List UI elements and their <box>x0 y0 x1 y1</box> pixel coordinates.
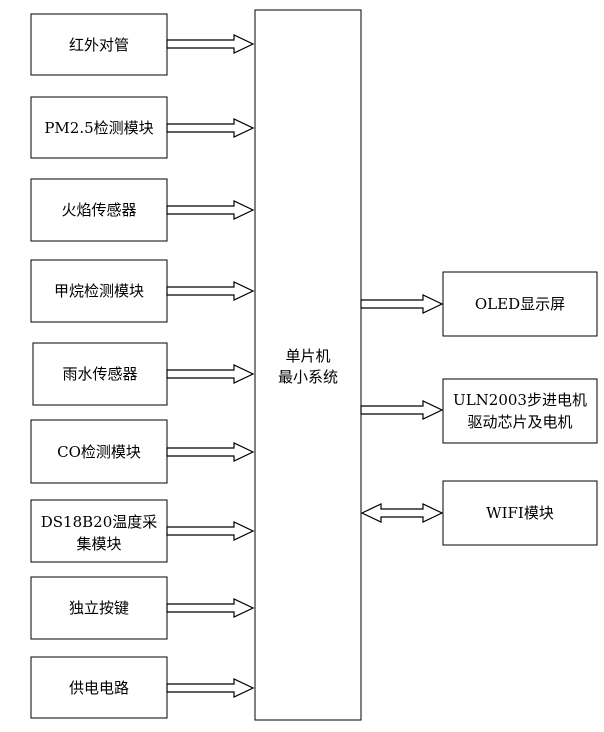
io-label-wifi: WIFI模块 <box>486 504 554 522</box>
input-box-pm25: PM2.5检测模块 <box>30 96 168 159</box>
arrow-co-to-mcu <box>166 442 255 462</box>
input-box-power: 供电电路 <box>30 656 168 719</box>
arrow-ds18b20-to-mcu <box>166 521 255 541</box>
arrow-mcu-wifi-bidirectional <box>360 503 444 523</box>
input-label-power: 供电电路 <box>69 679 129 697</box>
input-label-co: CO检测模块 <box>57 443 141 461</box>
mcu-label-line2: 最小系统 <box>278 368 338 386</box>
output-label-uln2003-line1: ULN2003步进电机 <box>453 391 587 409</box>
input-label-rain: 雨水传感器 <box>62 365 137 383</box>
arrow-power-to-mcu <box>166 678 255 698</box>
arrow-methane-to-mcu <box>166 281 255 301</box>
output-box-oled: OLED显示屏 <box>442 271 598 337</box>
arrow-keys-to-mcu <box>166 598 255 618</box>
arrow-mcu-to-uln2003 <box>360 400 444 420</box>
output-box-uln2003: ULN2003步进电机 驱动芯片及电机 <box>442 378 598 444</box>
mcu-label-line1: 单片机 <box>285 347 330 365</box>
input-label-ds18b20-line1: DS18B20温度采 <box>41 513 158 531</box>
input-box-methane: 甲烷检测模块 <box>30 259 168 323</box>
input-label-ds18b20-line2: 集模块 <box>76 535 121 553</box>
arrow-pm25-to-mcu <box>166 118 255 138</box>
output-label-uln2003-line2: 驱动芯片及电机 <box>467 413 572 431</box>
input-box-infrared: 红外对管 <box>30 13 168 76</box>
input-box-rain: 雨水传感器 <box>32 342 168 406</box>
input-label-pm25: PM2.5检测模块 <box>44 119 153 137</box>
arrow-mcu-to-oled <box>360 294 444 314</box>
arrow-infrared-to-mcu <box>166 34 255 54</box>
input-box-keys: 独立按键 <box>30 576 168 640</box>
arrow-rain-to-mcu <box>166 364 255 384</box>
input-box-co: CO检测模块 <box>30 419 168 484</box>
input-box-ds18b20: DS18B20温度采 集模块 <box>30 499 168 563</box>
output-label-oled: OLED显示屏 <box>475 295 565 313</box>
input-label-flame: 火焰传感器 <box>61 201 136 219</box>
io-box-wifi: WIFI模块 <box>442 480 598 546</box>
input-box-flame: 火焰传感器 <box>30 178 168 242</box>
input-label-methane: 甲烷检测模块 <box>54 282 144 300</box>
arrow-flame-to-mcu <box>166 200 255 220</box>
input-label-keys: 独立按键 <box>69 599 129 617</box>
input-label-infrared: 红外对管 <box>69 36 129 54</box>
mcu-box: 单片机 最小系统 <box>254 9 362 721</box>
